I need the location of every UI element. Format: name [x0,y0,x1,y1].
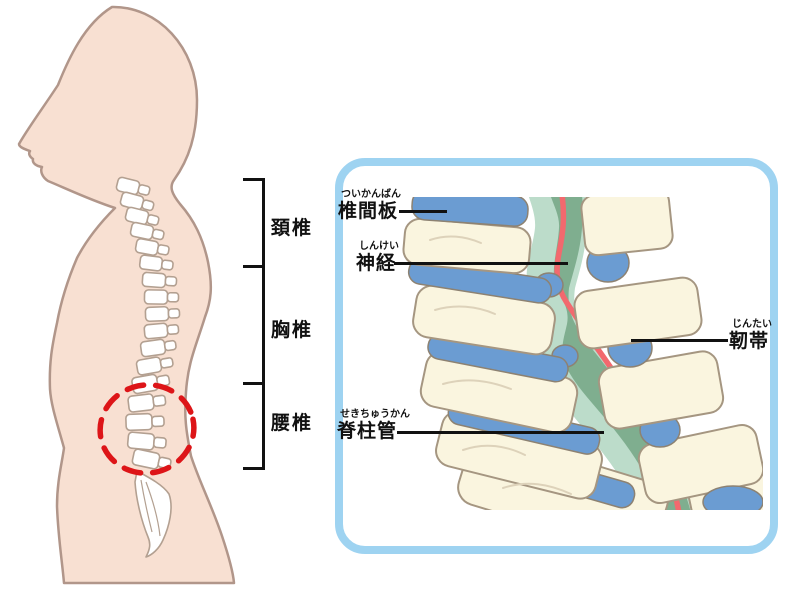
label-lumbar: 腰椎 [271,413,314,434]
sacrum [134,470,172,558]
label-cervical: 頚椎 [271,218,314,239]
annotation-canal-label: 脊柱管 [337,421,398,442]
processes-and-ligaments [573,197,763,510]
annotation-canal: せきちゅうかん 脊柱管 [337,409,410,442]
detail-panel [335,158,778,554]
highlight-circle [97,382,197,476]
annotation-disc-label: 椎間板 [338,201,399,222]
annotation-disc: ついかんばん 椎間板 [338,189,401,222]
annotation-disc-line [399,210,447,213]
vertebra [141,271,178,289]
bracket-vertical-line [262,178,265,470]
bracket-tick [243,467,265,470]
body-figure-svg [17,5,236,585]
annotation-nerve-label: 神経 [356,253,397,274]
spinous-process [597,350,725,430]
bracket-tick [243,178,265,181]
spine-section-svg [402,197,763,510]
vertebra [139,338,177,358]
annotation-nerve-line [394,262,568,265]
spinous-process [580,197,674,257]
vertebra [138,254,174,272]
vertebra [144,305,181,323]
vertebra [135,356,174,376]
bone-creases [429,235,572,495]
vertebra [115,176,151,196]
ligament [702,485,763,510]
vertebra [134,238,170,256]
vertebra [129,221,165,241]
annotation-nerve: しんけい 神経 [356,241,399,274]
annotation-canal-line [397,431,604,434]
vertebra [127,393,167,413]
body-silhouette [17,5,236,585]
annotation-ligament-line [631,339,728,342]
annotation-ligament-label: 靭帯 [729,331,770,352]
bracket-tick [243,382,265,385]
vertebra [126,431,167,451]
annotation-disc-furigana: ついかんばん [341,189,401,200]
label-thoracic: 胸椎 [271,320,314,341]
annotation-nerve-furigana: しんけい [359,241,399,252]
annotation-canal-furigana: せきちゅうかん [340,409,410,420]
annotation-ligament-furigana: じんたい [732,319,772,330]
vertebra [143,322,180,340]
bracket-tick [243,265,265,268]
discs-and-bodies [402,197,669,510]
sacrum-crease [140,479,161,537]
annotation-ligament: じんたい 靭帯 [729,319,772,352]
disc-top [411,197,529,227]
vertebra [125,412,165,432]
spine-illustration [115,176,181,558]
vertebra [143,289,180,305]
